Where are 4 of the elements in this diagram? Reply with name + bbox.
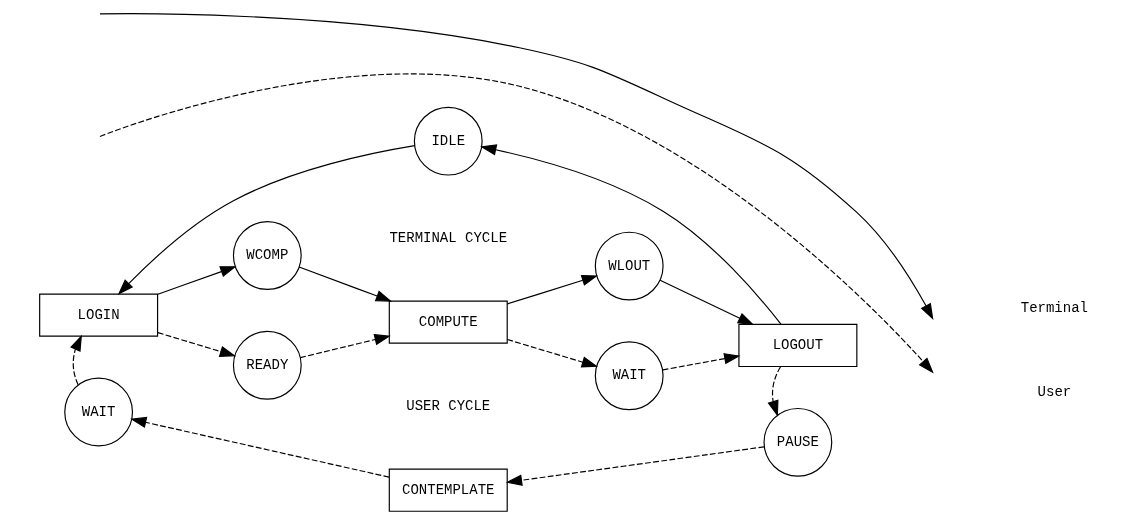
legend-label: Terminal xyxy=(1020,299,1088,316)
label: TERMINAL CYCLE xyxy=(389,229,508,246)
legend-label: User xyxy=(1037,383,1072,400)
label: USER CYCLE xyxy=(406,397,491,414)
